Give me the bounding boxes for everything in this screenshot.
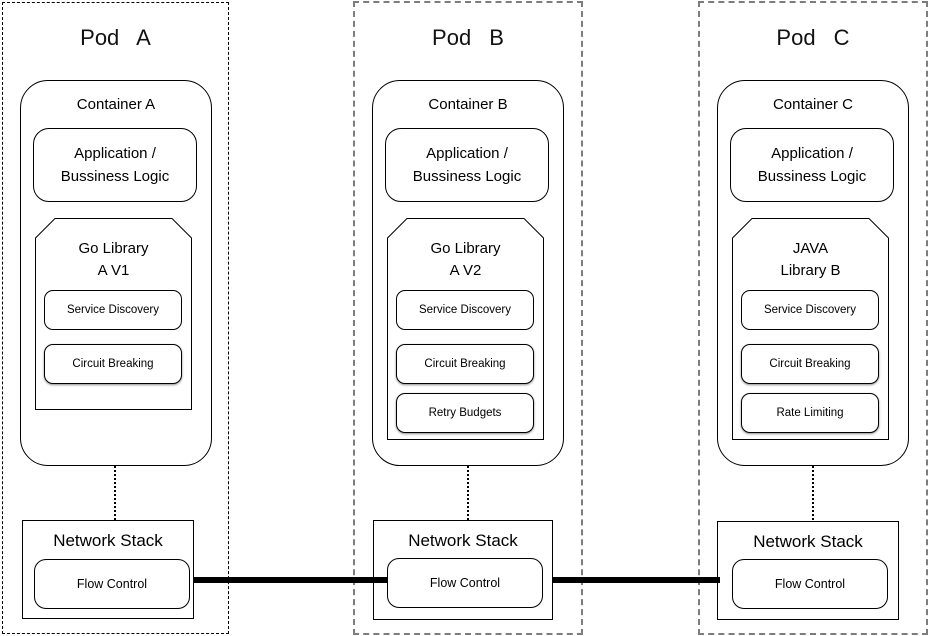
- network-stack-c-title: Network Stack: [753, 532, 863, 551]
- network-stack-b: Network Stack Flow Control: [373, 520, 553, 620]
- pod-c: Pod C Container C Application /Bussiness…: [698, 1, 928, 635]
- feature-circuit-breaking-c: Circuit Breaking: [741, 344, 879, 384]
- connector-dotted-b: [467, 466, 469, 520]
- feature-circuit-breaking-b: Circuit Breaking: [396, 344, 534, 384]
- feature-retry-budgets-b: Retry Budgets: [396, 393, 534, 433]
- pod-b: Pod B Container B Application /Bussiness…: [353, 1, 583, 635]
- network-stack-a-title: Network Stack: [53, 531, 163, 550]
- pod-c-title: Pod C: [776, 25, 850, 50]
- container-b-title: Container B: [428, 96, 508, 113]
- app-box-a-label: Application /Bussiness Logic: [60, 145, 170, 185]
- network-stack-c: Network Stack Flow Control: [717, 521, 899, 620]
- feature-service-discovery-c: Service Discovery: [741, 290, 879, 330]
- container-a-title: Container A: [76, 96, 156, 113]
- network-link-a-b: [193, 577, 388, 583]
- container-a: Container A Application /Bussiness Logic…: [20, 80, 212, 466]
- app-box-c-label: Application /Bussiness Logic: [757, 145, 867, 185]
- connector-dotted-a: [114, 466, 116, 520]
- app-box-a: Application /Bussiness Logic: [33, 128, 197, 202]
- feature-circuit-breaking-a: Circuit Breaking: [44, 344, 182, 384]
- pod-a-title: Pod A: [80, 25, 151, 50]
- app-box-b: Application /Bussiness Logic: [385, 128, 549, 202]
- network-link-b-c: [553, 577, 720, 583]
- network-stack-b-title: Network Stack: [408, 531, 518, 550]
- feature-rate-limiting-c: Rate Limiting: [741, 393, 879, 433]
- container-b: Container B Application /Bussiness Logic…: [372, 80, 564, 466]
- network-stack-a: Network Stack Flow Control: [22, 520, 194, 619]
- app-box-c: Application /Bussiness Logic: [730, 128, 894, 202]
- pod-b-title: Pod B: [432, 25, 504, 50]
- container-c-title: Container C: [772, 96, 854, 113]
- feature-service-discovery-a: Service Discovery: [44, 290, 182, 330]
- flow-control-b: Flow Control: [387, 558, 543, 608]
- container-c: Container C Application /Bussiness Logic…: [717, 80, 909, 466]
- flow-control-a: Flow Control: [34, 559, 190, 609]
- pod-a: Pod A Container A Application /Bussiness…: [2, 2, 229, 634]
- app-box-b-label: Application /Bussiness Logic: [412, 145, 522, 185]
- feature-service-discovery-b: Service Discovery: [396, 290, 534, 330]
- connector-dotted-c: [812, 466, 814, 520]
- flow-control-c: Flow Control: [732, 559, 888, 609]
